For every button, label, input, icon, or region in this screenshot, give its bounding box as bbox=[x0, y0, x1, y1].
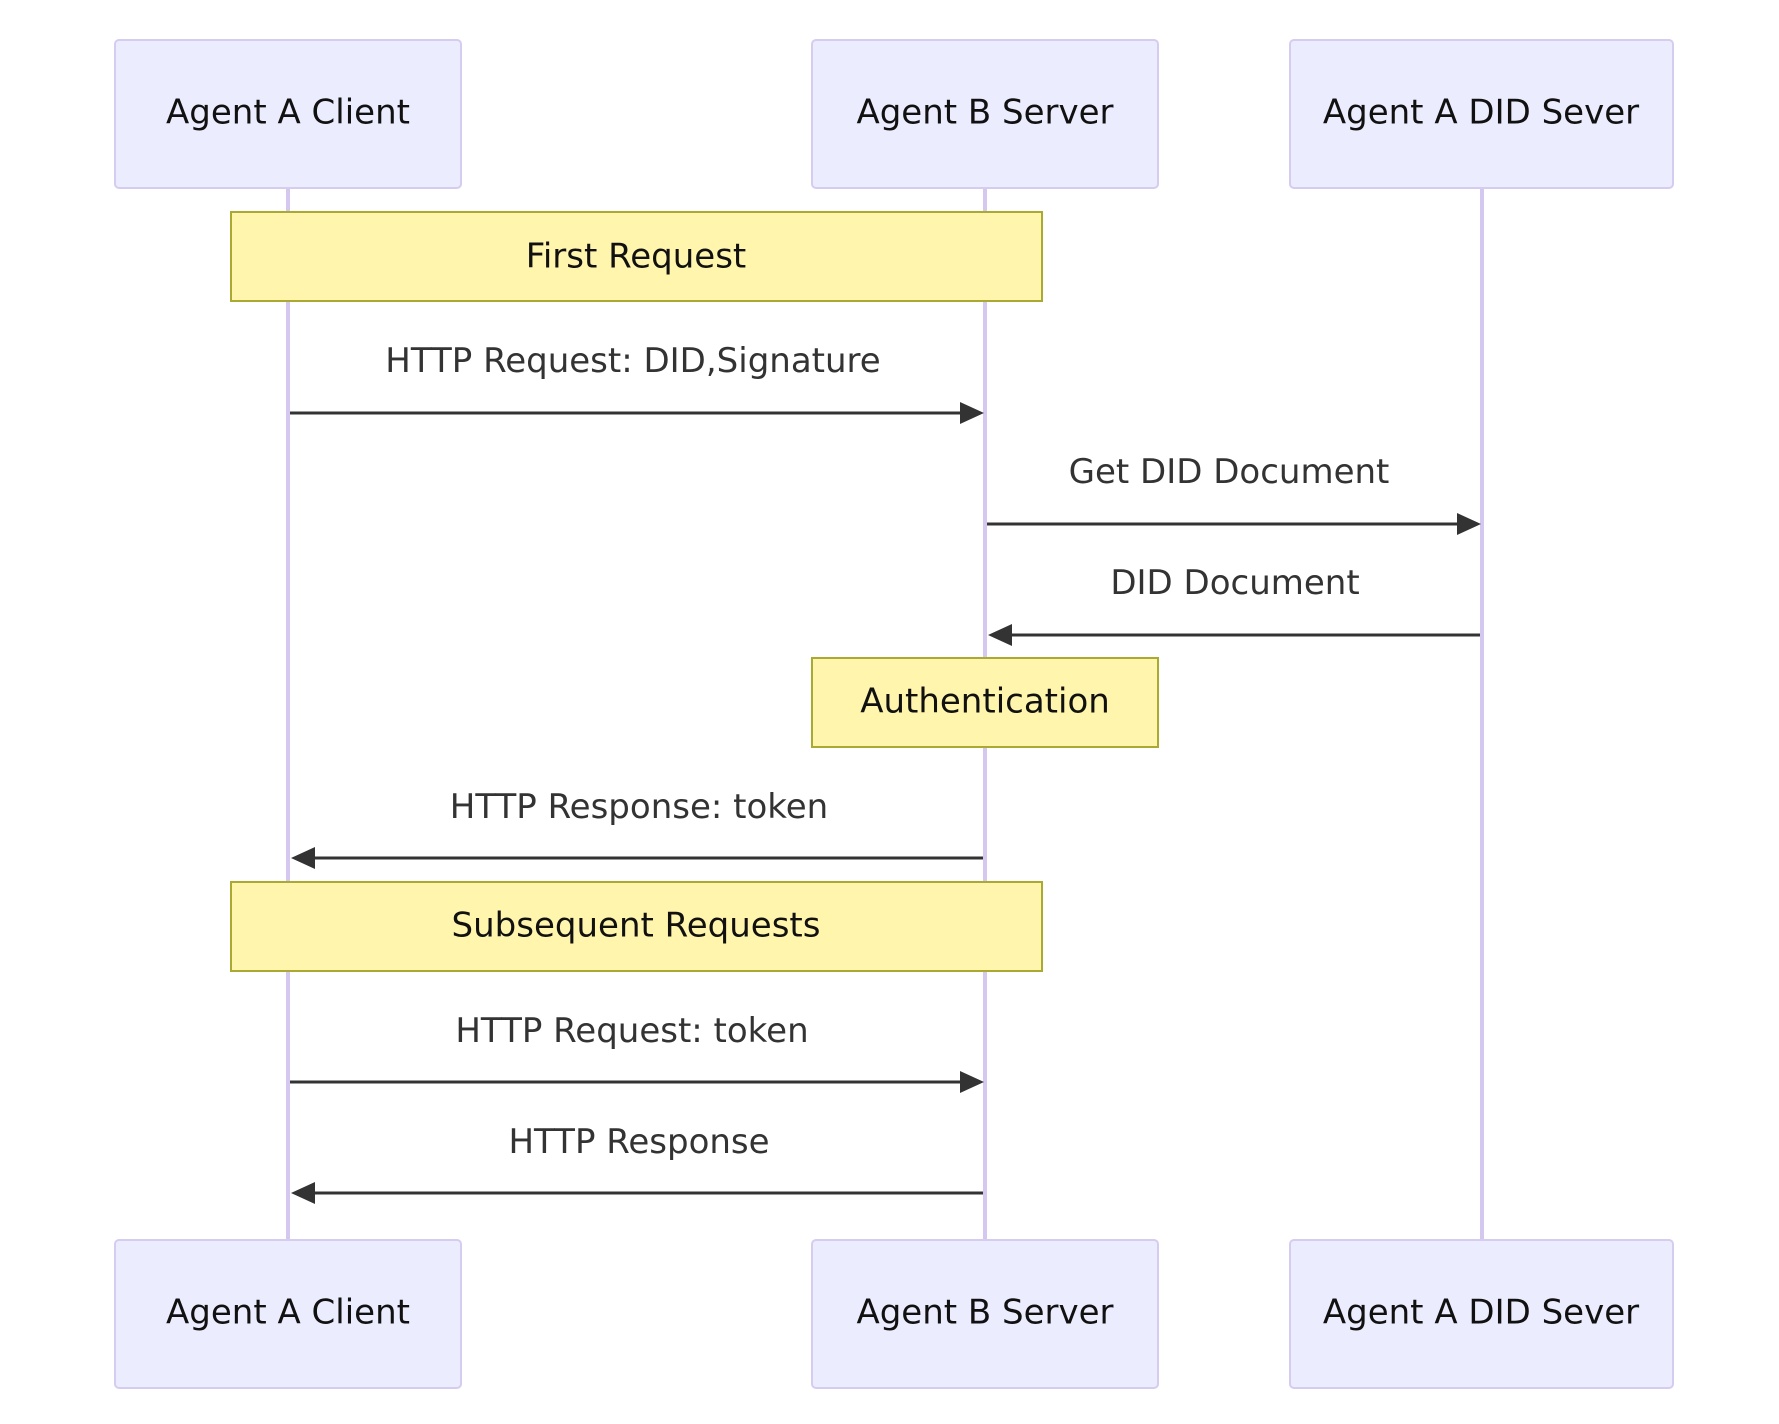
message-did-document: DID Document bbox=[988, 563, 1480, 646]
actor-top-agent-b-server: Agent B Server bbox=[811, 39, 1159, 189]
actor-label: Agent A Client bbox=[166, 1293, 410, 1333]
arrowhead-left-icon bbox=[988, 624, 1012, 646]
message-label: Get DID Document bbox=[1069, 452, 1390, 492]
note-label: First Request bbox=[526, 237, 746, 277]
message-label: HTTP Request: token bbox=[455, 1011, 808, 1051]
actor-label: Agent A DID Sever bbox=[1323, 93, 1639, 133]
note-authentication: Authentication bbox=[811, 657, 1159, 748]
arrowhead-right-icon bbox=[1457, 513, 1481, 535]
message-label: HTTP Response bbox=[508, 1122, 769, 1162]
message-http-request-did-signature: HTTP Request: DID,Signature bbox=[290, 341, 984, 424]
message-label: DID Document bbox=[1110, 563, 1359, 603]
actor-bottom-agent-a-client: Agent A Client bbox=[114, 1239, 462, 1389]
actor-label: Agent B Server bbox=[856, 93, 1113, 133]
note-label: Subsequent Requests bbox=[452, 906, 821, 946]
arrowhead-left-icon bbox=[291, 1182, 315, 1204]
actor-bottom-agent-a-did-sever: Agent A DID Sever bbox=[1289, 1239, 1674, 1389]
message-label: HTTP Request: DID,Signature bbox=[385, 341, 880, 381]
arrowhead-right-icon bbox=[960, 1071, 984, 1093]
message-http-response: HTTP Response bbox=[291, 1122, 983, 1204]
note-subsequent-requests: Subsequent Requests bbox=[230, 881, 1043, 972]
actor-label: Agent A DID Sever bbox=[1323, 1293, 1639, 1333]
arrowhead-left-icon bbox=[291, 847, 315, 869]
message-http-request-token: HTTP Request: token bbox=[290, 1011, 984, 1093]
actor-label: Agent A Client bbox=[166, 93, 410, 133]
arrowhead-right-icon bbox=[960, 402, 984, 424]
message-http-response-token: HTTP Response: token bbox=[291, 787, 983, 869]
actor-top-agent-a-did-sever: Agent A DID Sever bbox=[1289, 39, 1674, 189]
message-label: HTTP Response: token bbox=[450, 787, 828, 827]
note-label: Authentication bbox=[860, 682, 1110, 722]
actor-bottom-agent-b-server: Agent B Server bbox=[811, 1239, 1159, 1389]
note-first-request: First Request bbox=[230, 211, 1043, 302]
message-get-did-document: Get DID Document bbox=[987, 452, 1481, 535]
actor-label: Agent B Server bbox=[856, 1293, 1113, 1333]
actor-top-agent-a-client: Agent A Client bbox=[114, 39, 462, 189]
